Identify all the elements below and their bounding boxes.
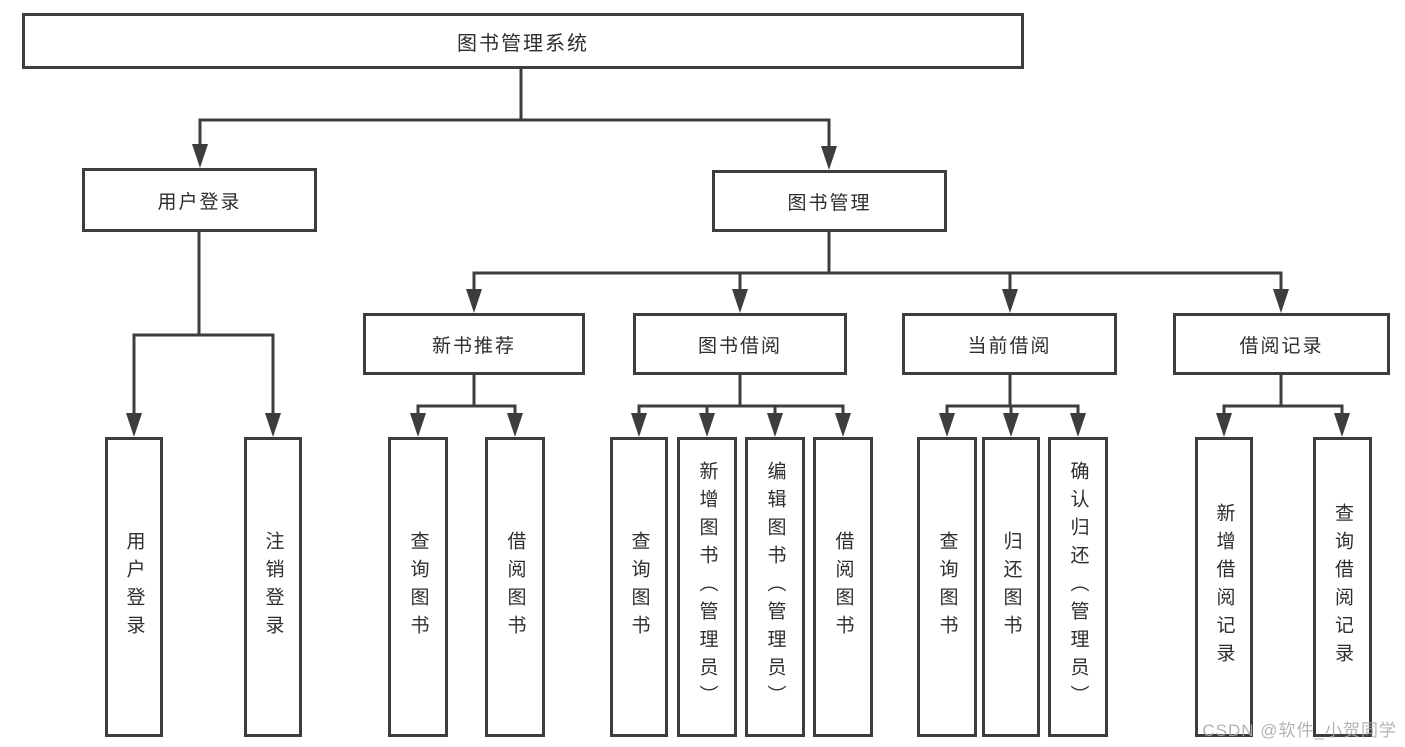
arrowhead-icon [1002,289,1018,313]
connector-line [416,373,517,425]
arrowhead-icon [1273,289,1289,313]
node-borrowing-records: 借阅记录 [1173,313,1390,375]
leaf-bb-edit-books: 编辑图书（管理员） [745,437,805,737]
leaf-bb-add-books-label: 新增图书（管理员） [696,461,718,713]
node-book-management: 图书管理 [712,170,947,232]
leaf-br-query-record: 查询借阅记录 [1313,437,1372,737]
connector-line [637,373,845,425]
leaf-bb-borrow-books-label: 借阅图书 [832,531,854,643]
arrowhead-icon [1334,413,1350,437]
arrowhead-icon [835,413,851,437]
leaf-bb-add-books: 新增图书（管理员） [677,437,737,737]
node-current-borrowing-label: 当前借阅 [967,335,1052,357]
arrowhead-icon [821,146,837,170]
leaf-user-login-label: 用户登录 [123,531,145,643]
leaf-bb-query-books-label: 查询图书 [628,531,650,643]
leaf-rec-query-books-label: 查询图书 [407,531,429,643]
leaf-cb-confirm-return: 确认归还（管理员） [1048,437,1108,737]
node-new-book-recommend: 新书推荐 [363,313,585,375]
leaf-rec-borrow-books: 借阅图书 [485,437,545,737]
node-new-book-recommend-label: 新书推荐 [431,335,516,357]
node-book-management-label: 图书管理 [787,192,872,214]
connector-line [472,230,1283,301]
connector-line [198,67,831,158]
node-book-borrowing: 图书借阅 [633,313,847,375]
leaf-bb-edit-books-label: 编辑图书（管理员） [764,461,786,713]
arrowhead-icon [1070,413,1086,437]
arrowhead-icon [410,413,426,437]
watermark-text: CSDN @软件_小贺同学 [1202,721,1397,740]
arrowhead-icon [767,413,783,437]
leaf-cb-return-books-label: 归还图书 [1000,531,1022,643]
arrowhead-icon [507,413,523,437]
arrowhead-icon [699,413,715,437]
leaf-rec-query-books: 查询图书 [388,437,448,737]
leaf-bb-query-books: 查询图书 [610,437,668,737]
node-root: 图书管理系统 [22,13,1024,69]
leaf-br-add-record-label: 新增借阅记录 [1213,503,1235,671]
connector-line [132,230,275,425]
node-borrowing-records-label: 借阅记录 [1239,335,1324,357]
leaf-cb-confirm-return-label: 确认归还（管理员） [1067,461,1089,713]
arrowhead-icon [631,413,647,437]
leaf-bb-borrow-books: 借阅图书 [813,437,873,737]
node-current-borrowing: 当前借阅 [902,313,1117,375]
leaf-rec-borrow-books-label: 借阅图书 [504,531,526,643]
arrowhead-icon [1216,413,1232,437]
node-user-login: 用户登录 [82,168,317,232]
leaf-user-login: 用户登录 [105,437,163,737]
arrowhead-icon [939,413,955,437]
node-user-login-label: 用户登录 [157,191,242,213]
leaf-br-query-record-label: 查询借阅记录 [1332,503,1353,671]
leaf-cb-query-books-label: 查询图书 [936,531,958,643]
arrowhead-icon [126,413,142,437]
arrowhead-icon [192,144,208,168]
arrowhead-icon [265,413,281,437]
arrowhead-icon [466,289,482,313]
leaf-logout: 注销登录 [244,437,302,737]
node-root-label: 图书管理系统 [457,32,589,55]
leaf-logout-label: 注销登录 [262,531,284,643]
arrowhead-icon [732,289,748,313]
leaf-cb-query-books: 查询图书 [917,437,977,737]
leaf-br-add-record: 新增借阅记录 [1195,437,1253,737]
connector-line [1222,373,1344,425]
leaf-cb-return-books: 归还图书 [982,437,1040,737]
node-book-borrowing-label: 图书借阅 [697,335,782,357]
arrowhead-icon [1003,413,1019,437]
